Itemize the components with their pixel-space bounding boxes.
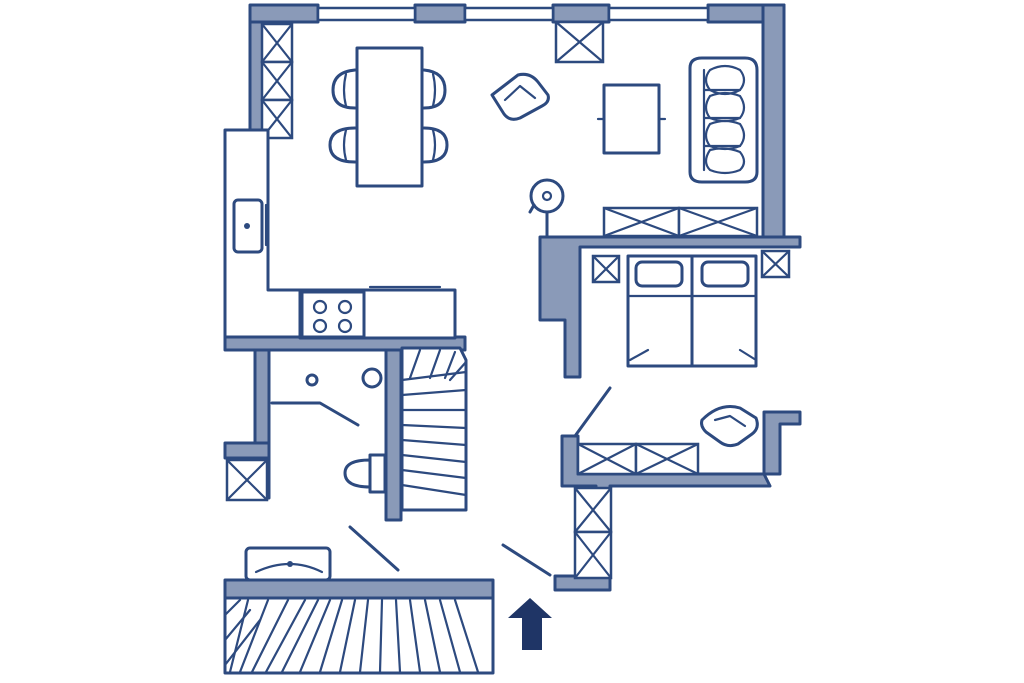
kitchen [223,128,457,340]
washbasin-icon [305,367,383,389]
wall-bedroom-top [538,235,802,379]
wall-bath-left-2 [223,441,271,460]
wall-top-mid-2 [551,3,611,24]
chair-icon [422,126,449,164]
window-cross-bath [225,458,269,502]
wall-bath-left [253,348,271,447]
window-cross-left-upper [260,22,294,140]
wall-bottom [223,578,495,600]
kitchen-sink-icon [232,198,268,254]
window-cross-middle-vertical [573,486,613,580]
door-swing-bedroom [573,386,612,438]
chair-icon [328,126,357,164]
entrance-arrow-icon [508,598,552,650]
window-cross-middle-right [576,442,700,476]
hallway [244,386,759,582]
dining-table-icon [355,46,424,188]
chair-icon [331,68,357,110]
window-top-3 [607,6,710,22]
bathroom [270,367,387,494]
window-cross-top-center [554,20,605,64]
window-top-1 [316,6,417,22]
wall-top-mid-1 [413,3,467,24]
chair-icon [422,68,447,110]
dining-area [328,46,449,188]
washbasin-icon [244,546,332,582]
sofa-icon [688,56,759,184]
staircase-icon [400,346,468,512]
armchair-icon [700,405,759,448]
windows [225,6,791,580]
living-area [490,56,759,239]
double-bed-icon [626,254,758,368]
armchair-icon [490,72,550,121]
cooktop-icon [300,290,366,339]
window-cross-bedroom [602,206,759,238]
wall-stair-divider [384,348,403,522]
window-top-2 [463,6,555,22]
toilet-icon [343,453,387,494]
door-swing-entrance [501,543,552,577]
wall-right [761,3,786,242]
bath-door-swing [270,401,360,427]
staircase-icon [223,596,495,675]
window-cross-small-left [591,254,621,284]
bedroom [626,254,758,368]
window-cross-small-right [760,249,791,279]
floor-lamp-icon [528,178,565,239]
door-swing-hall [348,525,400,572]
coffee-table-icon [596,83,667,155]
